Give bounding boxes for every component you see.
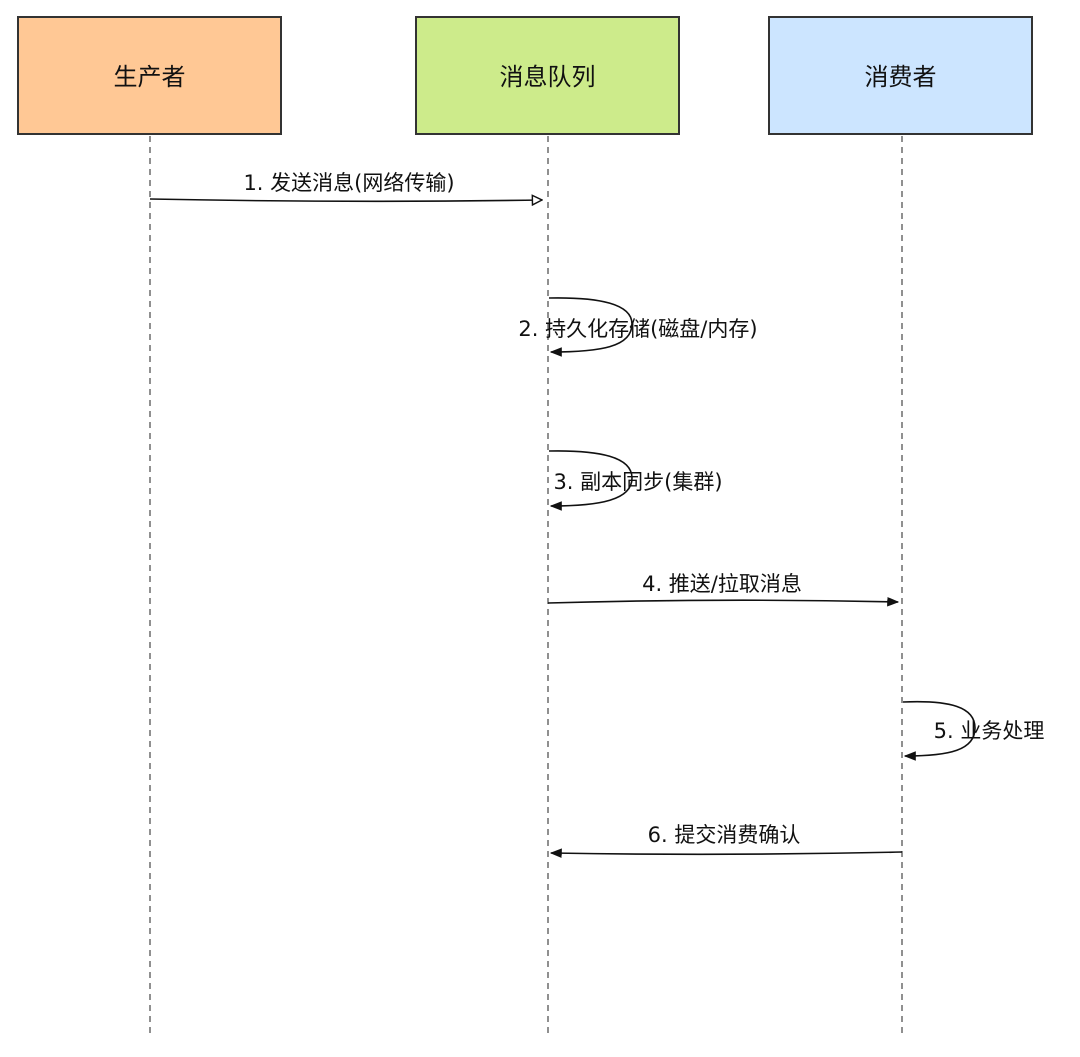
message-3-arrow xyxy=(548,450,633,511)
message-5-arrow xyxy=(902,700,976,761)
actor-producer-label: 生产者 xyxy=(114,63,186,91)
message-5-label: 5. 业务处理 xyxy=(934,719,1045,743)
message-3: 3. 副本同步(集群) xyxy=(548,450,723,511)
actor-consumer: 消费者 xyxy=(768,16,1033,135)
message-1-label: 1. 发送消息(网络传输) xyxy=(243,171,454,195)
message-4-arrow xyxy=(547,596,900,607)
message-6: 6. 提交消费确认 xyxy=(549,823,903,858)
actor-queue-label: 消息队列 xyxy=(500,63,596,91)
message-2-label: 2. 持久化存储(磁盘/内存) xyxy=(518,317,757,341)
message-4-label: 4. 推送/拉取消息 xyxy=(642,572,802,596)
message-6-arrow xyxy=(549,848,903,858)
message-1: 1. 发送消息(网络传输) xyxy=(149,171,542,201)
actor-consumer-box xyxy=(768,16,1033,135)
actor-queue-box xyxy=(415,16,680,135)
actor-consumer-label: 消费者 xyxy=(865,63,937,91)
message-2: 2. 持久化存储(磁盘/内存) xyxy=(518,297,758,357)
message-4: 4. 推送/拉取消息 xyxy=(547,572,900,607)
message-2-arrow xyxy=(548,297,633,357)
actor-producer-box xyxy=(17,16,282,135)
message-6-label: 6. 提交消费确认 xyxy=(648,823,801,847)
actor-queue: 消息队列 xyxy=(415,16,680,135)
message-5: 5. 业务处理 xyxy=(902,700,1045,761)
actor-producer: 生产者 xyxy=(17,16,282,135)
message-1-arrow xyxy=(149,199,542,201)
message-3-label: 3. 副本同步(集群) xyxy=(553,470,722,494)
